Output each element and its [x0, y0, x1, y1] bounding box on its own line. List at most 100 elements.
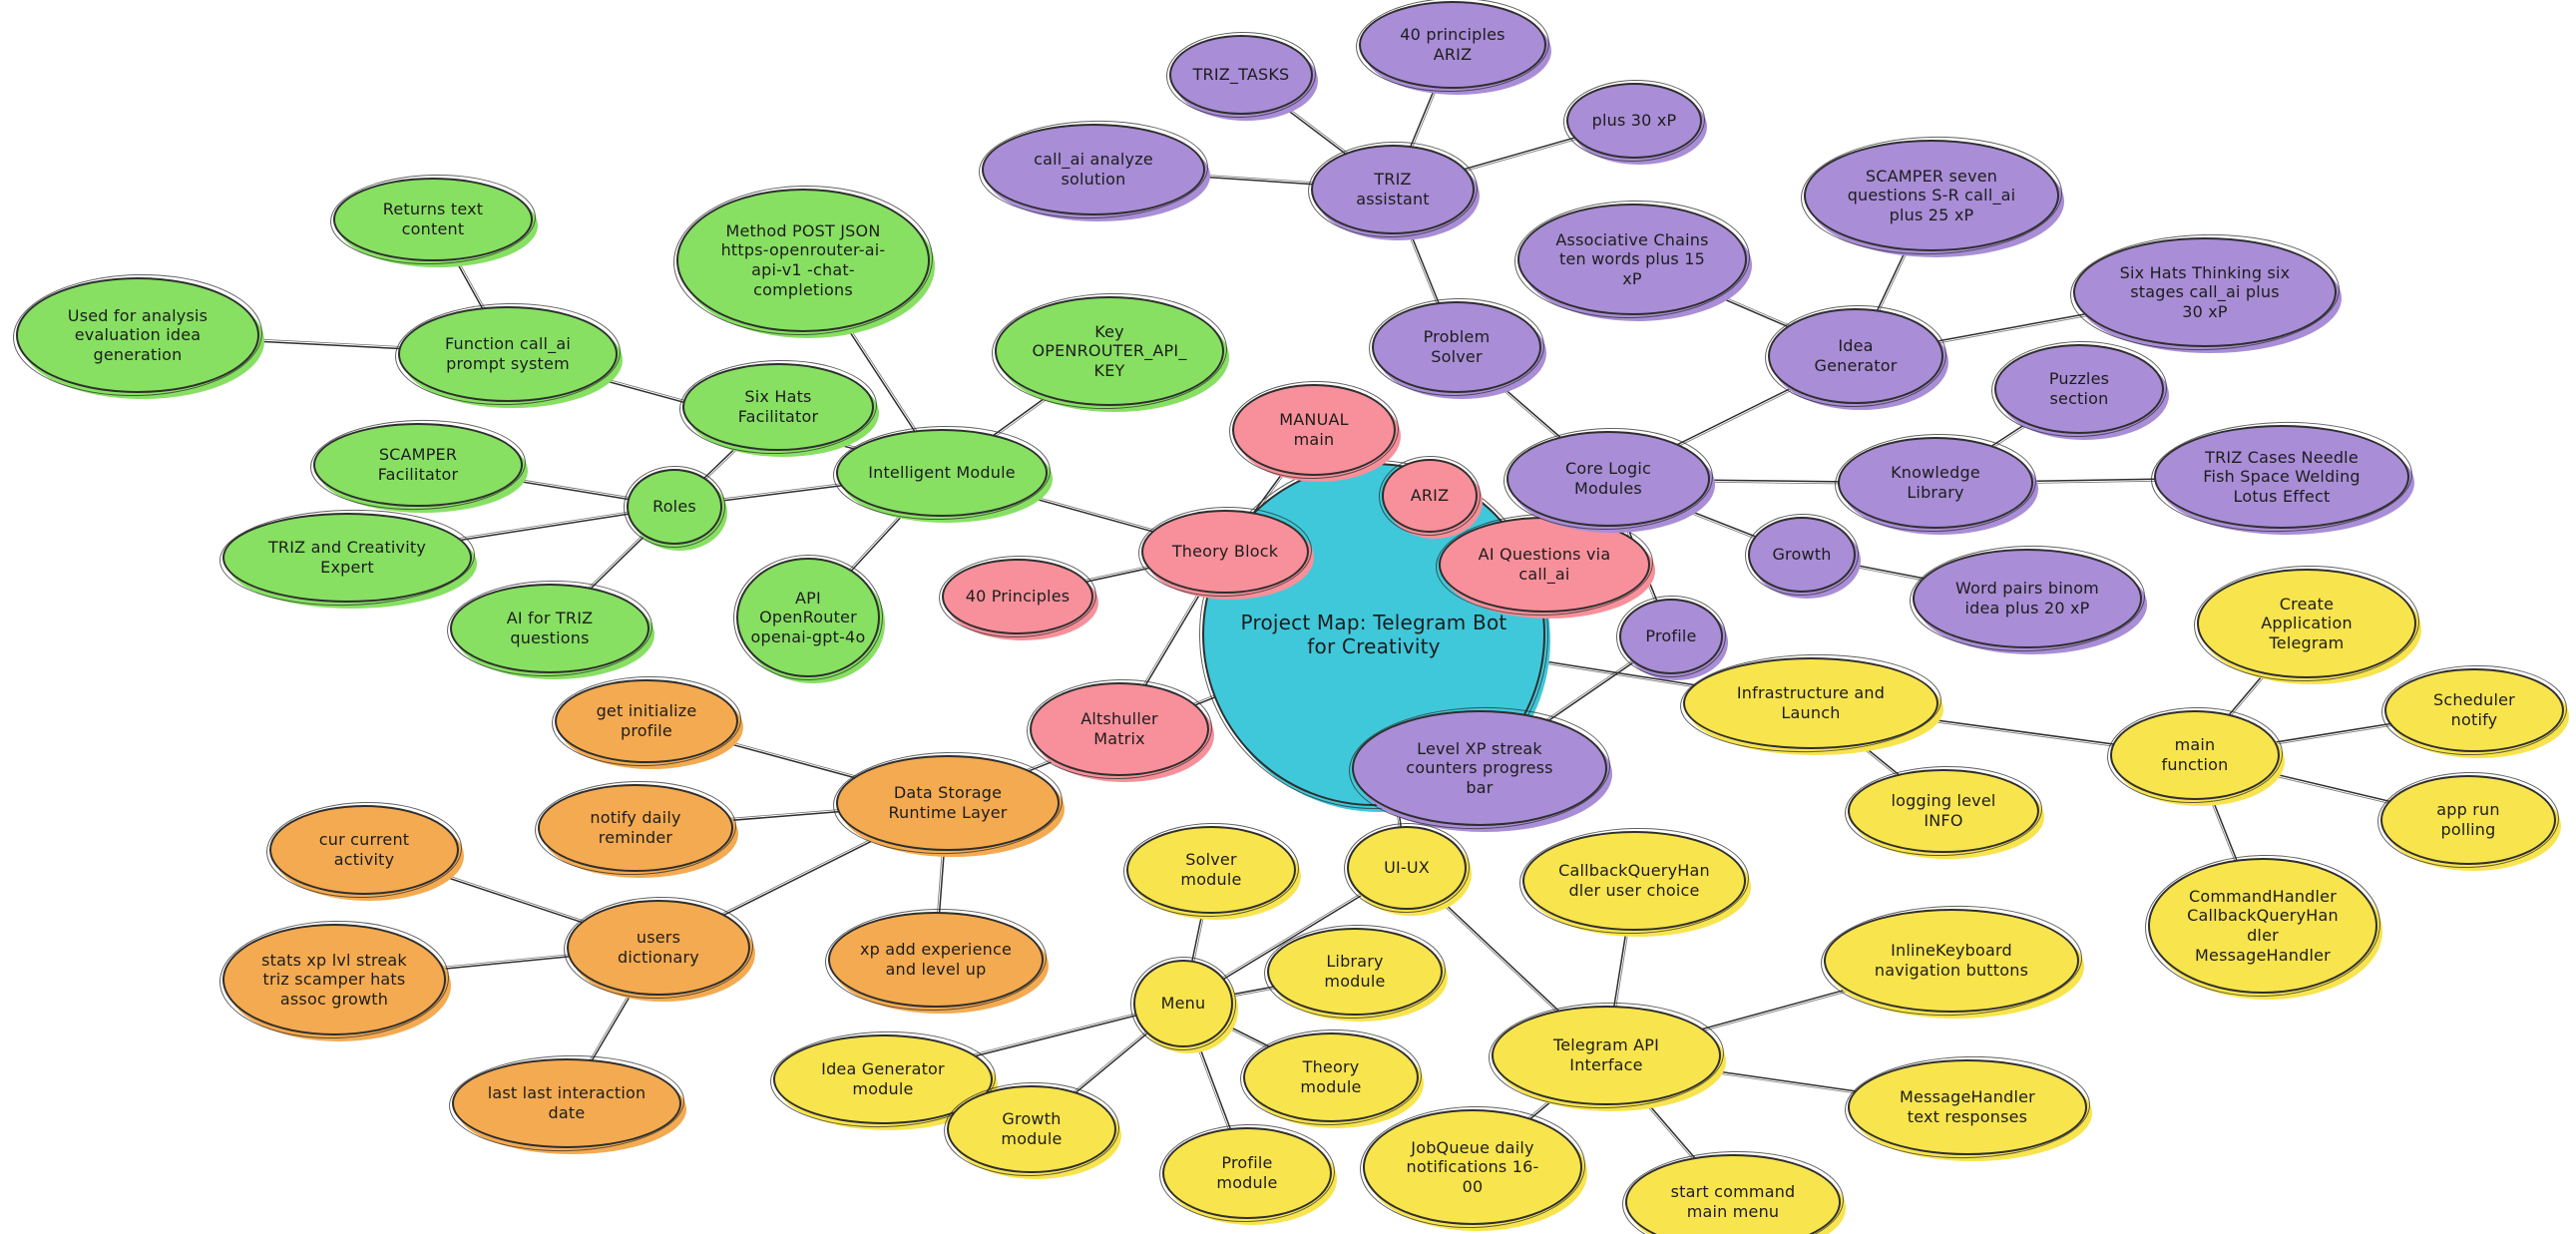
plus-30-xp-node[interactable]: plus 30 xP — [1566, 83, 1702, 159]
roles-node[interactable]: Roles — [627, 469, 722, 545]
triz-creativity-expert-label-line: TRIZ and Creativity — [267, 538, 427, 558]
theory-module-label-line: module — [1300, 1077, 1362, 1096]
menu-node[interactable]: Menu — [1133, 960, 1233, 1047]
cur-current-label-line: activity — [333, 850, 395, 869]
forty-principles-ariz-label-line: 40 principles — [1400, 25, 1505, 45]
used-for-analysis-label-line: generation — [93, 344, 183, 364]
message-handler-label-line: text responses — [1907, 1107, 2028, 1126]
key-openrouter-label-line: Key — [1094, 321, 1124, 341]
logging-info-label-line: INFO — [1924, 811, 1963, 830]
ui-ux-node[interactable]: UI-UX — [1347, 826, 1467, 910]
create-app-label-line: Telegram — [2269, 632, 2345, 652]
ariz-node[interactable]: ARIZ — [1382, 459, 1478, 533]
intelligent-module-label-line: Intelligent Module — [868, 463, 1016, 483]
theory-block-node[interactable]: Theory Block — [1141, 510, 1309, 594]
solver-module-label-line: module — [1180, 870, 1242, 889]
jobqueue-label-line: 00 — [1462, 1176, 1484, 1196]
ai-questions-label-line: call_ai — [1518, 565, 1570, 584]
core-logic-label-line: Core Logic — [1565, 459, 1651, 479]
intelligent-module-node[interactable]: Intelligent Module — [836, 429, 1048, 517]
scamper-facilitator-label-line: Facilitator — [377, 465, 459, 484]
triz-tasks-node[interactable]: TRIZ_TASKS — [1169, 35, 1313, 115]
knowledge-library-label-line: Library — [1907, 483, 1964, 502]
word-pairs-label-line: Word pairs binom — [1955, 579, 2099, 599]
ui-ux-label: UI-UX — [1374, 856, 1440, 880]
forty-principles-node[interactable]: 40 Principles — [942, 559, 1093, 634]
profile-node[interactable]: Profile — [1619, 599, 1723, 674]
plus-30-xp-label: plus 30 xP — [1582, 109, 1687, 133]
create-app-label-line: Create — [2279, 594, 2335, 614]
key-openrouter-label-line: OPENROUTER_API_ — [1032, 341, 1187, 361]
growth-node[interactable]: Growth — [1748, 517, 1856, 593]
callback-user-choice-label-line: dler user choice — [1568, 881, 1700, 900]
core-logic-label-line: Modules — [1574, 479, 1642, 498]
